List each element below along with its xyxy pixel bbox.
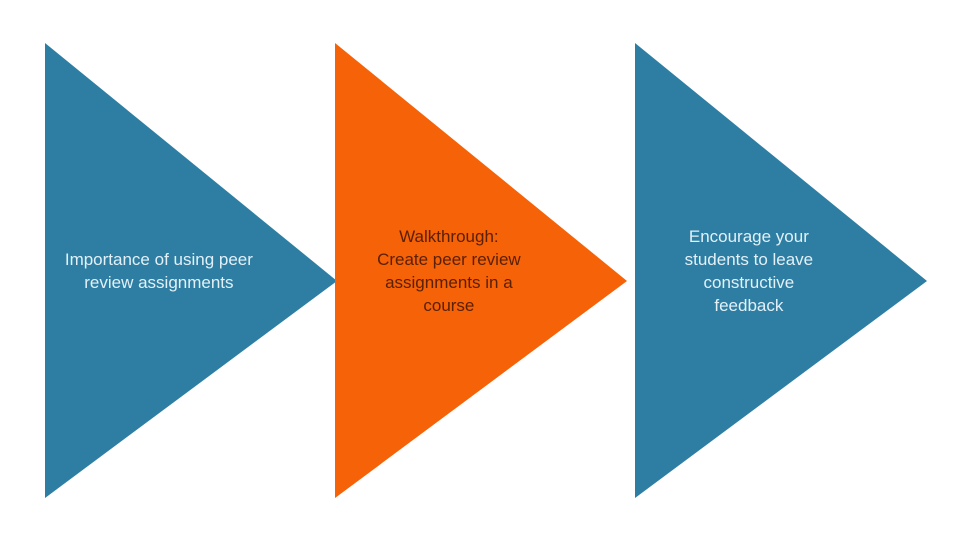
label-line: Walkthrough: <box>399 226 499 246</box>
arrow-step-1-label: Importance of using peer review assignme… <box>45 43 273 498</box>
arrow-shape-step-3: Encourage your students to leave constru… <box>635 43 927 498</box>
label-line: Create peer review <box>377 249 521 269</box>
arrow-shape-step-2: Walkthrough: Create peer review assignme… <box>335 43 627 498</box>
label-line: Importance of using peer <box>64 249 253 269</box>
label-line: course <box>423 295 475 315</box>
label-line: assignments in a <box>385 272 513 292</box>
arrow-step-2-label: Walkthrough: Create peer review assignme… <box>335 43 563 498</box>
arrow-step-3-label: Encourage your students to leave constru… <box>635 43 863 498</box>
arrow-shape-step-1: Importance of using peer review assignme… <box>45 43 337 498</box>
label-line: students to leave <box>684 249 814 269</box>
label-line: Encourage your <box>688 226 809 246</box>
label-line: review assignments <box>84 272 234 292</box>
label-line: feedback <box>714 295 784 315</box>
label-line: constructive <box>703 272 795 292</box>
